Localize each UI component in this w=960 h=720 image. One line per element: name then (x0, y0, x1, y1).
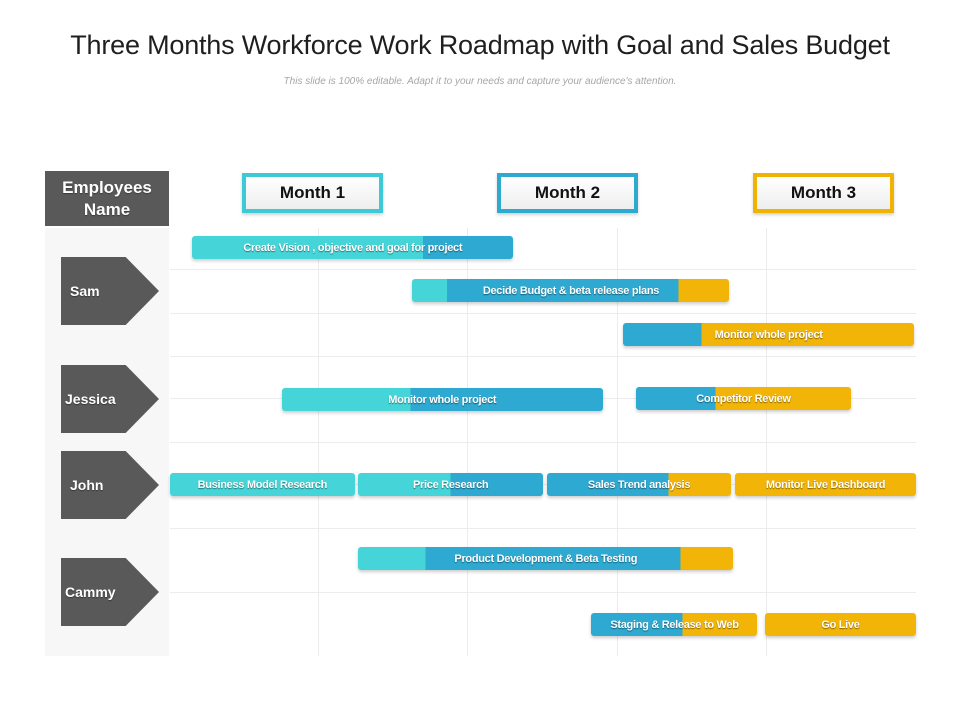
employees-header-label: Employees Name (62, 177, 152, 219)
employee-name: John (70, 477, 104, 493)
month-3-label: Month 3 (790, 183, 857, 202)
task-label: Business Model Research (197, 478, 328, 491)
task-label: Decide Budget & beta release plans (482, 284, 660, 297)
task-label: Sales Trend analysis (587, 478, 691, 491)
grid-line-horizontal (170, 269, 916, 270)
grid-line-horizontal (170, 313, 916, 314)
task-label: Monitor whole project (714, 328, 823, 341)
task-label: Create Vision , objective and goal for p… (243, 241, 463, 254)
slide-subtitle: This slide is 100% editable. Adapt it to… (283, 76, 677, 87)
month-header-3: Month 3 (753, 173, 894, 213)
task-bar: Price Research (358, 473, 543, 496)
task-bar: Business Model Research (170, 473, 355, 496)
grid-line-horizontal (170, 484, 916, 485)
month-header-2: Month 2 (497, 173, 638, 213)
task-label: Monitor whole project (388, 393, 497, 406)
task-label: Competitor Review (696, 392, 791, 405)
task-bar: Create Vision , objective and goal for p… (192, 236, 514, 259)
task-bar: Staging & Release to Web (591, 613, 758, 636)
month-2-label: Month 2 (534, 183, 601, 202)
grid-line-horizontal (170, 528, 916, 529)
task-bar: Product Development & Beta Testing (358, 547, 734, 570)
task-label: Product Development & Beta Testing (454, 552, 638, 565)
grid-line-horizontal (170, 442, 916, 443)
month-1-label: Month 1 (279, 183, 346, 202)
employee-name: Jessica (65, 391, 116, 407)
task-bar: Monitor whole project (281, 388, 603, 411)
task-label: Price Research (413, 478, 489, 491)
task-bar: Sales Trend analysis (546, 473, 732, 496)
task-bar: Competitor Review (636, 387, 851, 410)
grid-line-horizontal (170, 592, 916, 593)
employee-name: Cammy (65, 584, 116, 600)
task-bar: Decide Budget & beta release plans (412, 279, 730, 302)
grid-line-horizontal (170, 356, 916, 357)
task-label: Go Live (821, 618, 860, 631)
employees-header: Employees Name (45, 171, 169, 226)
task-bar: Monitor Live Dashboard (735, 473, 916, 496)
employee-name: Sam (70, 283, 100, 299)
slide-title: Three Months Workforce Work Roadmap with… (70, 30, 890, 60)
task-bar: Monitor whole project (623, 323, 915, 346)
task-label: Staging & Release to Web (610, 618, 739, 631)
task-label: Monitor Live Dashboard (765, 478, 886, 491)
task-bar: Go Live (764, 613, 916, 636)
month-header-1: Month 1 (242, 173, 383, 213)
